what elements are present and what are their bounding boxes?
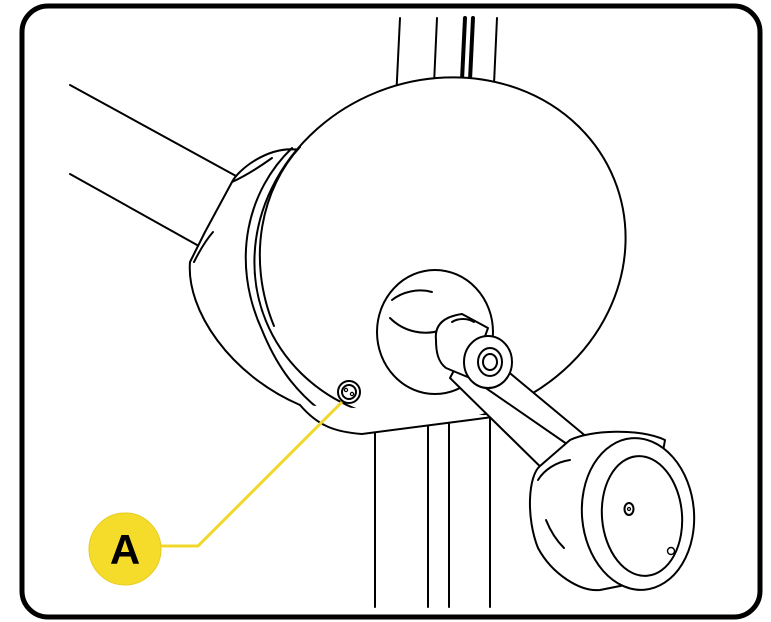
flywheel-cover [244, 76, 627, 435]
callout-label: A [110, 526, 140, 573]
lower-column [374, 417, 491, 608]
frame-tube [69, 84, 237, 251]
callout-leader-line [160, 400, 344, 548]
callout-a: A [88, 400, 344, 586]
upper-column [395, 16, 498, 101]
callout-badge [88, 512, 162, 586]
crank-handle [529, 430, 696, 592]
screw-cap [337, 380, 361, 404]
outer-frame [19, 3, 763, 620]
